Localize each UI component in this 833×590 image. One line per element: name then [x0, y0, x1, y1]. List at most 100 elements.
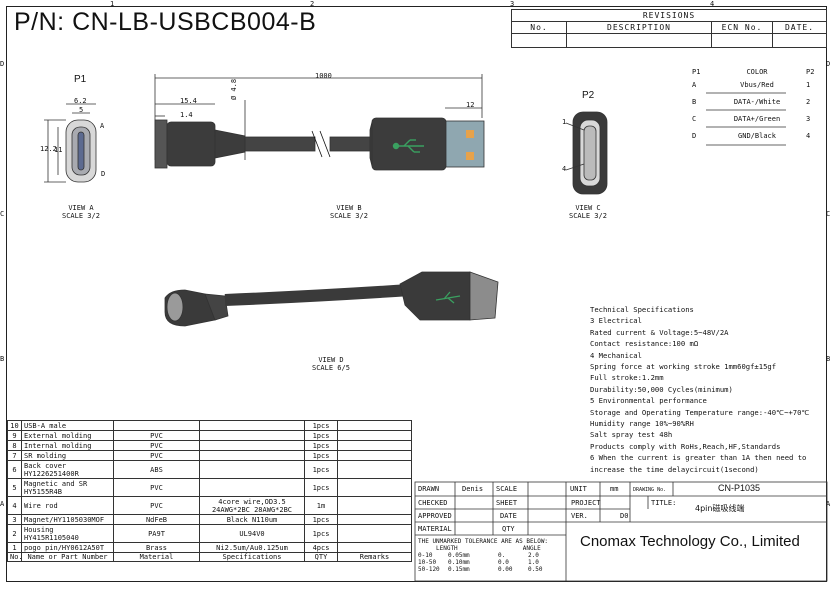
bom-cell-rem [337, 478, 412, 497]
bom-cell-name: Internal molding [21, 440, 114, 451]
bom-cell-qty: 1m [304, 496, 338, 515]
bom-cell-no: 5 [7, 478, 22, 497]
p1-label: P1 [74, 74, 87, 85]
bom-cell-spec [199, 430, 305, 441]
bom-cell-qty: 1pcs [304, 478, 338, 497]
tb-sheet: SHEET [496, 499, 518, 507]
bom-cell-no: 7 [7, 450, 22, 461]
tb-qty: QTY [502, 525, 515, 533]
zone-left-b: B [0, 355, 5, 363]
bom-cell-qty: 1pcs [304, 460, 338, 479]
bom-cell-no: 9 [7, 430, 22, 441]
bom-cell-mat: PVC [113, 478, 200, 497]
bom-cell-name: Back cover HY1226251400R [21, 460, 114, 479]
bom-cell-rem [337, 514, 412, 525]
bom-cell-rem [337, 430, 412, 441]
zone-left-d: D [0, 60, 5, 68]
bom-cell-mat: PA9T [113, 524, 200, 543]
bom-cell-spec: 4core wire,OD3.5 24AWG*2BC 28AWG*2BC [199, 496, 305, 515]
drawing-frame [6, 6, 827, 582]
tb-date: DATE [500, 512, 517, 520]
bom-cell-mat: PVC [113, 440, 200, 451]
bom-cell-spec [199, 478, 305, 497]
bom-cell-spec: Ni2.5um/Au0.125um [199, 542, 305, 553]
dim-6-2: 6.2 [74, 97, 87, 105]
bom-cell-name: Wire rod [21, 496, 114, 515]
bom-cell-mat: Brass [113, 542, 200, 553]
bom-cell-no: 10 [7, 420, 22, 431]
bom-cell-mat: PVC [113, 496, 200, 515]
zone-right-a: A [826, 500, 831, 508]
bom-cell-rem [337, 496, 412, 515]
bom-cell-qty: 1pcs [304, 440, 338, 451]
bom-cell-mat: NdFeB [113, 514, 200, 525]
tb-checked: CHECKED [418, 499, 448, 507]
bom-cell-qty: 1pcs [304, 430, 338, 441]
dim-11: 11 [54, 146, 63, 154]
bom-cell-spec [199, 450, 305, 461]
tb-title-val: 4pin磁吸线端 [695, 504, 745, 513]
bom-cell-mat: PVC [113, 430, 200, 441]
zone-right-b: B [826, 355, 831, 363]
tb-drawn-by: Denis [462, 485, 484, 493]
bom-cell-rem [337, 542, 412, 553]
bom-cell-no: 6 [7, 460, 22, 479]
dim-1-4: 1.4 [180, 111, 193, 119]
bom-cell-no: 3 [7, 514, 22, 525]
zone-right-c: C [826, 210, 831, 218]
zone-left-c: C [0, 210, 5, 218]
tb-drawing-no-val: CN-P1035 [718, 483, 761, 493]
dim-12: 12 [466, 101, 475, 109]
bom-cell-rem [337, 460, 412, 479]
dim-5: 5 [79, 106, 84, 114]
pin-1-marker: 1 [562, 118, 567, 126]
zone-top-2: 2 [310, 0, 315, 8]
tb-unit-val: mm [610, 485, 619, 493]
zone-left-a: A [0, 500, 5, 508]
pin-4-marker: 4 [562, 165, 567, 173]
bom-cell-name: Magnetic and SR HY5155R4B [21, 478, 114, 497]
bom-cell-qty: 1pcs [304, 524, 338, 543]
bom-cell-rem [337, 524, 412, 543]
dim-length: 1000 [315, 72, 332, 80]
bom-cell-no: 1 [7, 542, 22, 553]
revisions-table: REVISIONS No. DESCRIPTION ECN No. DATE. [511, 9, 827, 48]
bom-cell-no: 8 [7, 440, 22, 451]
bom-cell-spec [199, 440, 305, 451]
pin-d-marker: D [101, 170, 106, 178]
bom-cell-no: 4 [7, 496, 22, 515]
bom-cell-name: Magnet/HY1105030MOF [21, 514, 114, 525]
bom-cell-rem [337, 450, 412, 461]
bom-cell-name: USB-A male [21, 420, 114, 431]
dim-diameter: Ø 4.8 [230, 78, 238, 100]
tb-title-label: TITLE: [651, 499, 677, 507]
tb-scale: SCALE [496, 485, 518, 493]
bom-cell-rem [337, 420, 412, 431]
pin-a-marker: A [100, 122, 105, 130]
tb-material: MATERIAL [418, 525, 452, 533]
bom-cell-name: Housing HY415R1105040 [21, 524, 114, 543]
bom-cell-mat: ABS [113, 460, 200, 479]
zone-top-4: 4 [710, 0, 715, 8]
tb-drawing-no: DRAWING No. [633, 487, 667, 493]
tb-project: PROJECT [571, 499, 601, 507]
company-name: Cnomax Technology Co., Limited [580, 533, 800, 550]
